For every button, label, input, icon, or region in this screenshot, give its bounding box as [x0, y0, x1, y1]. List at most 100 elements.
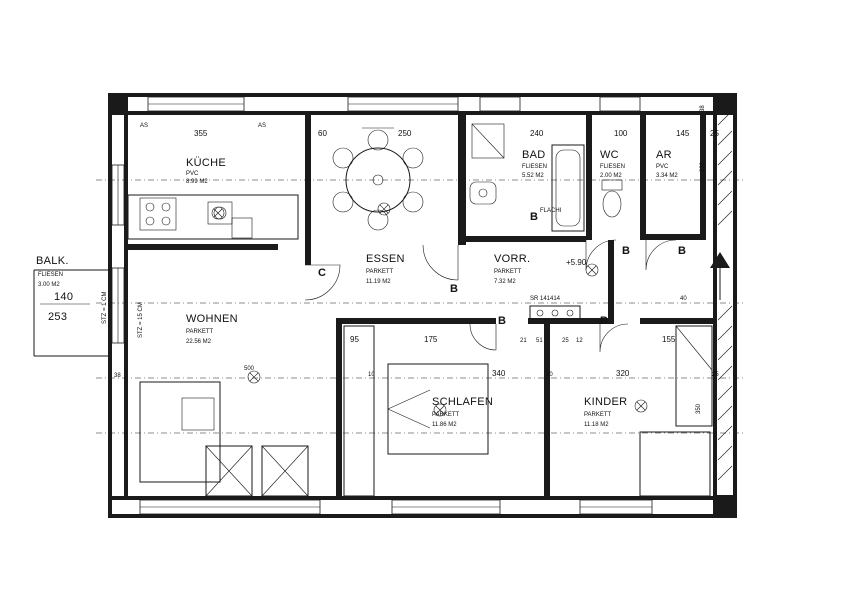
- bad-area: 5.52 M2: [522, 173, 544, 179]
- b-marker-2: B: [498, 315, 506, 327]
- shaft-cabinet: [529, 305, 581, 321]
- svg-text:25: 25: [712, 372, 719, 378]
- bed-kinder: [675, 325, 713, 427]
- essen-floor: PARKETT: [366, 269, 394, 275]
- essen-area: 11.19 M2: [366, 279, 391, 285]
- svg-text:230: 230: [700, 161, 706, 172]
- vorr-area: 7.32 M2: [494, 279, 516, 285]
- balcony-floor: FLIESEN: [38, 272, 63, 278]
- axis-lines: [96, 179, 745, 434]
- b-marker-3: B: [600, 315, 608, 327]
- svg-text:STZ = 1 CM: STZ = 1 CM: [102, 291, 108, 324]
- ar-area: 3.34 M2: [656, 173, 678, 179]
- wohnen-label: WOHNEN: [186, 313, 238, 325]
- schlafen-label: SCHLAFEN: [432, 396, 493, 408]
- d500-label: 500: [244, 366, 255, 372]
- svg-text:12: 12: [576, 338, 583, 344]
- svg-text:STZ = 15 CM: STZ = 15 CM: [138, 302, 144, 338]
- fire-door-markers: B B B B B B C: [318, 211, 686, 327]
- c-marker: C: [318, 267, 326, 279]
- wc-floor: FLIESEN: [600, 164, 625, 170]
- kitchen-counter: [127, 194, 299, 240]
- svg-text:60: 60: [318, 129, 327, 138]
- wc-area: 2.00 M2: [600, 173, 622, 179]
- balcony-area: 3.00 M2: [38, 282, 60, 288]
- svg-text:40: 40: [680, 296, 687, 302]
- light-fixtures: [211, 202, 648, 417]
- wc-label: WC: [600, 149, 619, 161]
- balcony-dim-top: 140: [54, 291, 73, 303]
- svg-text:AS: AS: [140, 123, 148, 129]
- ar-label: AR: [656, 149, 672, 161]
- svg-text:10: 10: [368, 372, 375, 378]
- kueche-area: 8.99 M2: [186, 179, 208, 185]
- bad-label: BAD: [522, 149, 546, 161]
- mid-dimension-row: 95 175 340 320 155 10 10: [350, 335, 676, 378]
- svg-text:10: 10: [546, 372, 553, 378]
- sr-label: SR 141414: [530, 296, 561, 302]
- svg-text:AS: AS: [258, 123, 266, 129]
- dining-table: [332, 127, 424, 231]
- interior-walls: [128, 115, 713, 496]
- top-dimension-row: 355 60 250 240 100 145 25 AS AS: [140, 123, 719, 138]
- vorr-floor: PARKETT: [494, 269, 522, 275]
- b-marker-1: B: [450, 283, 458, 295]
- svg-text:38: 38: [700, 105, 706, 112]
- svg-text:350: 350: [696, 403, 702, 414]
- insulation-hatch: [717, 110, 733, 481]
- svg-text:355: 355: [194, 129, 208, 138]
- top-windows: [147, 96, 641, 112]
- balcony-label: BALK.: [36, 255, 69, 267]
- svg-text:340: 340: [492, 369, 506, 378]
- balcony-dim-bottom: 253: [48, 311, 67, 323]
- door-swings: [304, 239, 677, 353]
- right-dimensions: 38 230 40 25 350: [680, 105, 719, 414]
- bathtub: [551, 144, 585, 232]
- bed-schlafen: [387, 363, 489, 455]
- b-marker-6: B: [530, 211, 538, 223]
- flachi-label: FLACHI: [540, 208, 562, 214]
- bottom-windows: [139, 499, 653, 515]
- svg-text:38: 38: [114, 373, 121, 379]
- svg-text:155: 155: [662, 335, 676, 344]
- svg-text:100: 100: [614, 129, 628, 138]
- kinder-label: KINDER: [584, 396, 627, 408]
- sofa: [139, 381, 221, 483]
- svg-text:250: 250: [398, 129, 412, 138]
- svg-text:21: 21: [520, 338, 527, 344]
- left-dimensions: 38 STZ = 1 CM STZ = 15 CM: [102, 291, 144, 379]
- wohnen-floor: PARKETT: [186, 329, 214, 335]
- svg-text:175: 175: [424, 335, 438, 344]
- b-marker-5: B: [678, 245, 686, 257]
- ar-floor: PVC: [656, 164, 669, 170]
- kinder-area: 11.18 M2: [584, 422, 609, 428]
- svg-text:320: 320: [616, 369, 630, 378]
- bathroom-cabinet: [471, 123, 505, 159]
- kueche-label: KÜCHE: [186, 157, 226, 169]
- desk-kinder: [639, 431, 711, 497]
- vorr-label: VORR.: [494, 253, 530, 265]
- balcony-annotation: BALK. FLIESEN 3.00 M2 140 253: [33, 255, 112, 357]
- essen-label: ESSEN: [366, 253, 405, 265]
- entrance-marker: [710, 252, 730, 300]
- svg-text:51: 51: [536, 338, 543, 344]
- svg-text:25: 25: [562, 338, 569, 344]
- schlafen-floor: PARKETT: [432, 412, 460, 418]
- kueche-floor: PVC: [186, 171, 199, 177]
- bad-floor: FLIESEN: [522, 164, 547, 170]
- svg-text:145: 145: [676, 129, 690, 138]
- wardrobe-schlafen: [343, 325, 375, 497]
- schlafen-area: 11.86 M2: [432, 422, 457, 428]
- svg-text:240: 240: [530, 129, 544, 138]
- bathroom-sink: [469, 181, 497, 205]
- kinder-floor: PARKETT: [584, 412, 612, 418]
- svg-text:95: 95: [350, 335, 359, 344]
- svg-text:25: 25: [710, 129, 719, 138]
- shaft-dimensions: 21 51 25 12: [520, 338, 583, 344]
- b-marker-4: B: [622, 245, 630, 257]
- level-marker: +5.90: [566, 258, 587, 267]
- living-cabinets: [205, 445, 309, 497]
- wohnen-area: 22.56 M2: [186, 339, 212, 345]
- wc-toilet: [601, 179, 623, 218]
